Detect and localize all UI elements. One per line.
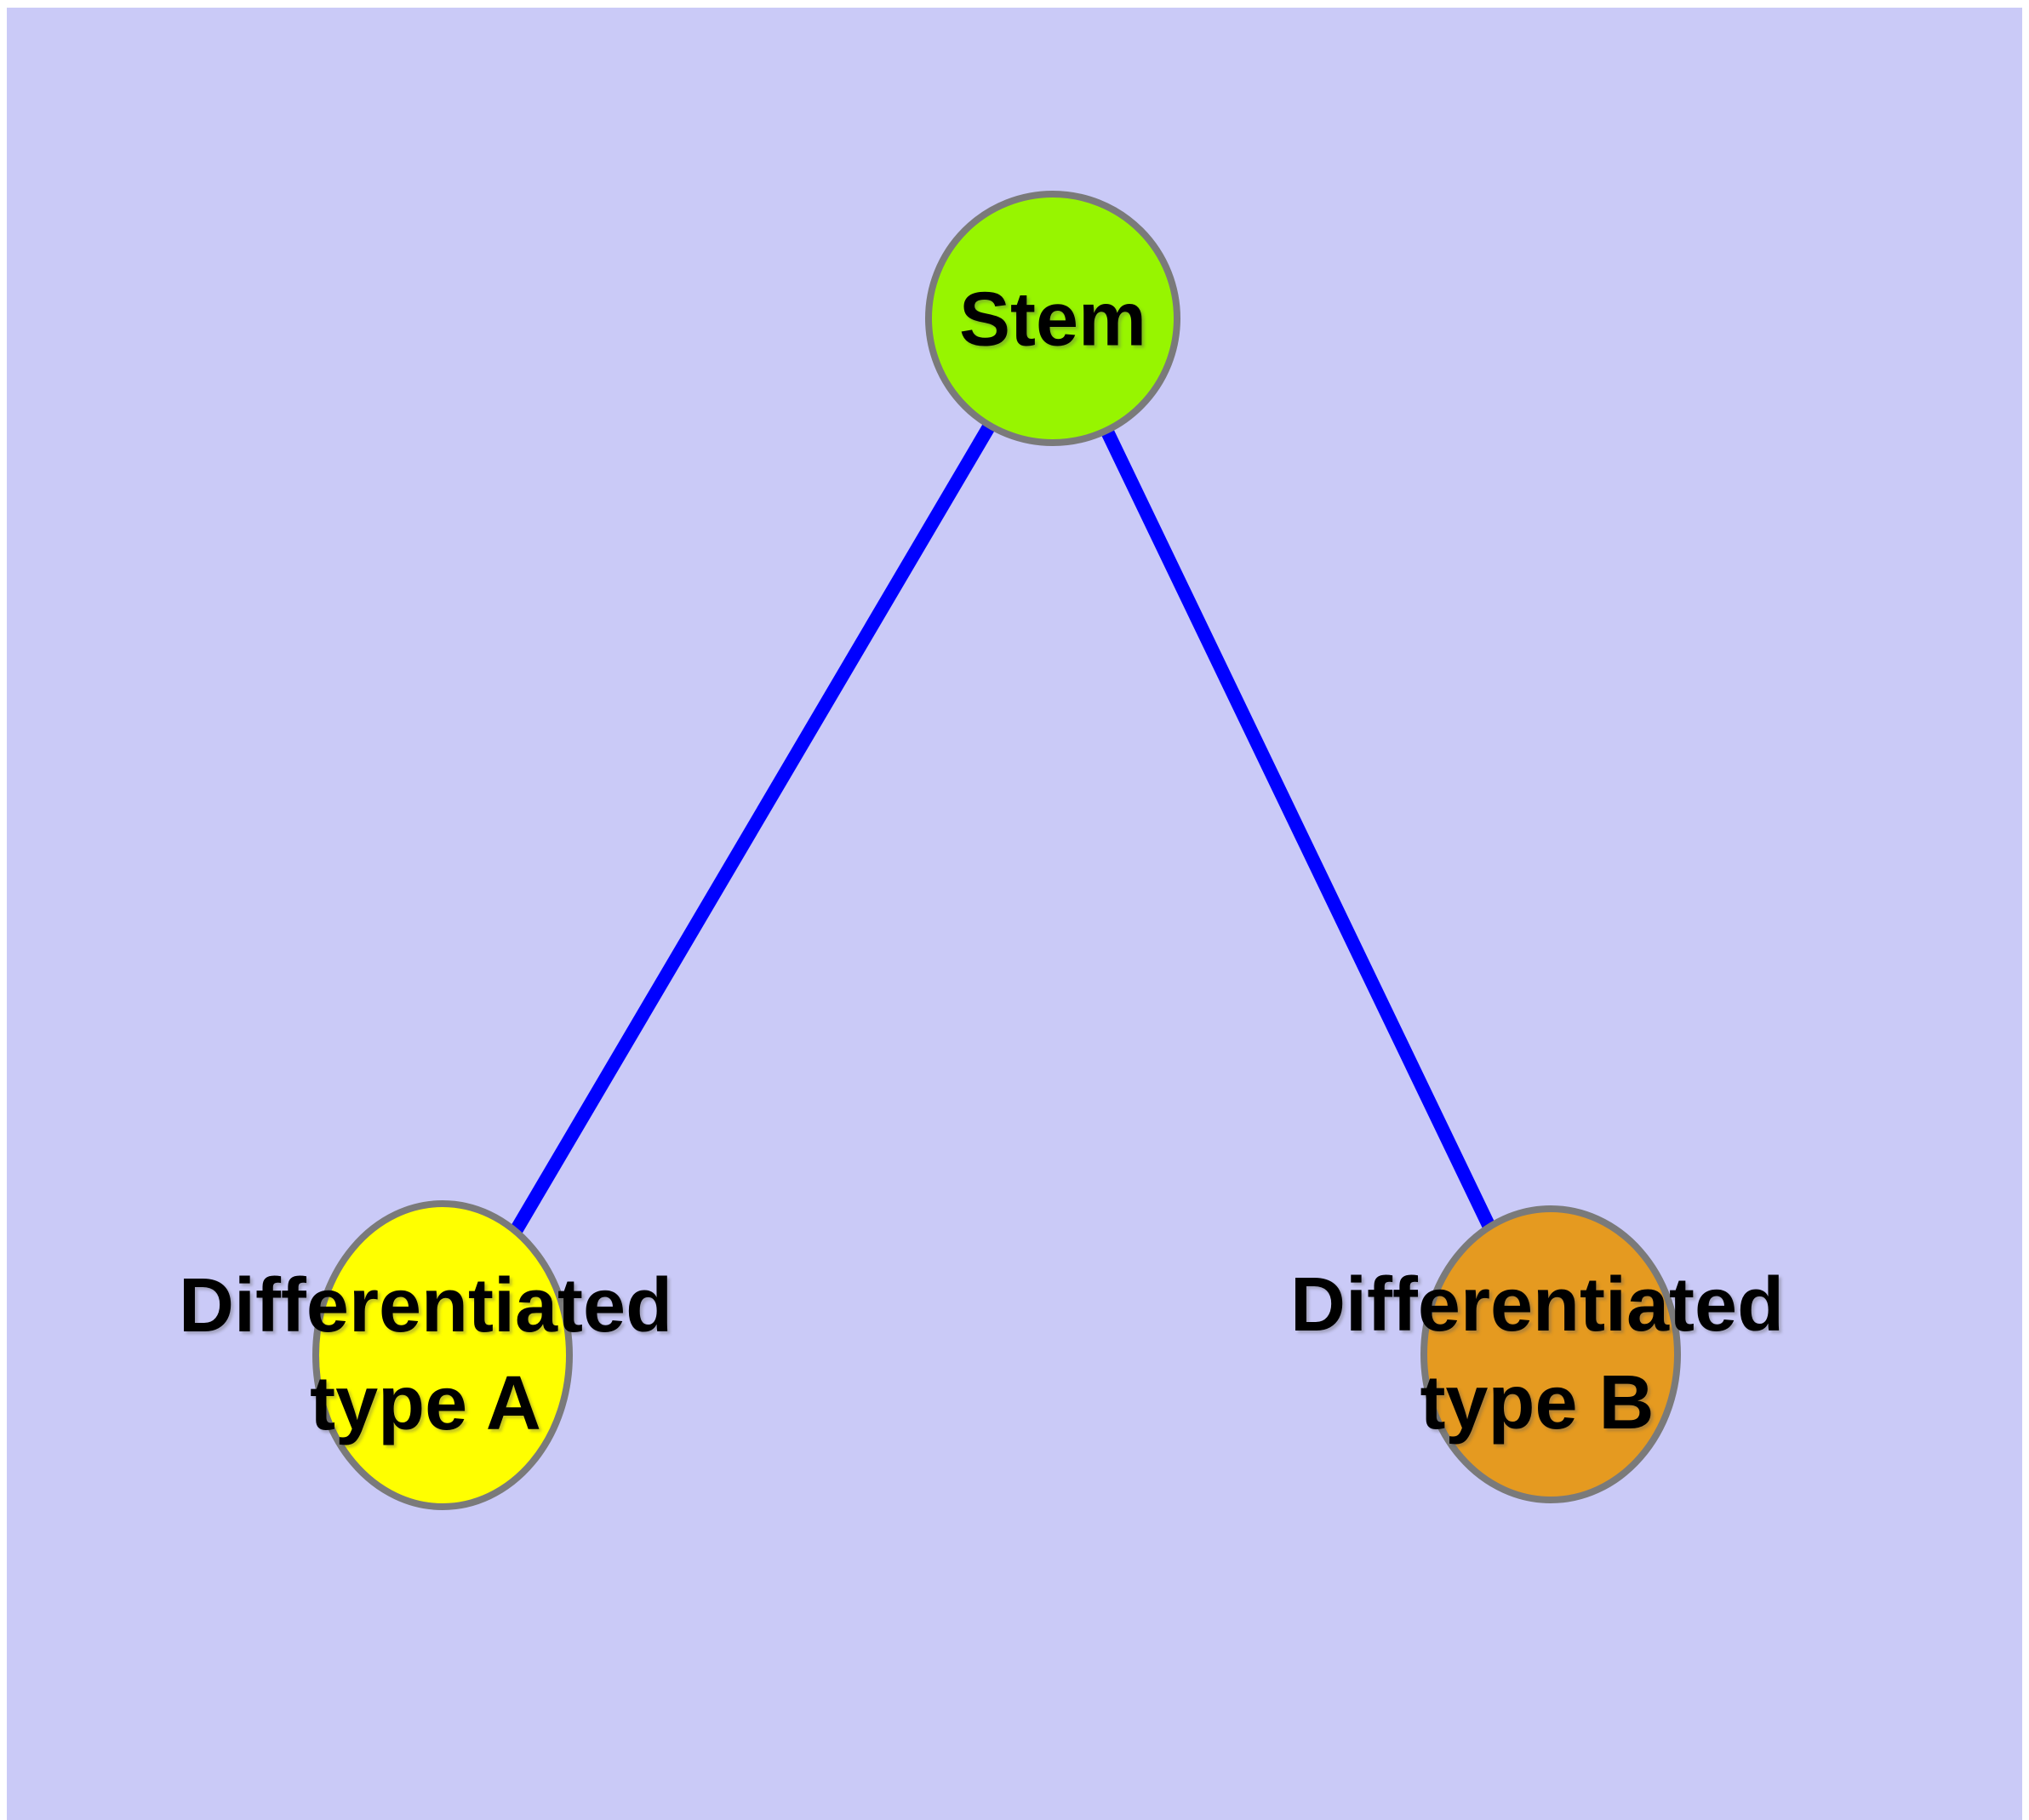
edge-stem-to-type-a [437, 314, 1059, 1359]
node-stem [925, 191, 1180, 446]
node-differentiated-type-a [312, 1200, 573, 1510]
node-differentiated-type-b [1420, 1205, 1681, 1503]
node-label-stem: Stem [958, 277, 1147, 363]
node-label-differentiated-type-b: Differentiated type B [1290, 1256, 1784, 1452]
node-label-line: type B [1420, 1360, 1655, 1445]
node-label-differentiated-type-a: Differentiated type A [179, 1257, 672, 1453]
node-label-line: Differentiated [178, 1262, 673, 1348]
node-label-line: type A [310, 1361, 541, 1446]
node-label-line: Differentiated [1289, 1262, 1785, 1348]
edge-stem-to-type-b [1046, 315, 1557, 1358]
